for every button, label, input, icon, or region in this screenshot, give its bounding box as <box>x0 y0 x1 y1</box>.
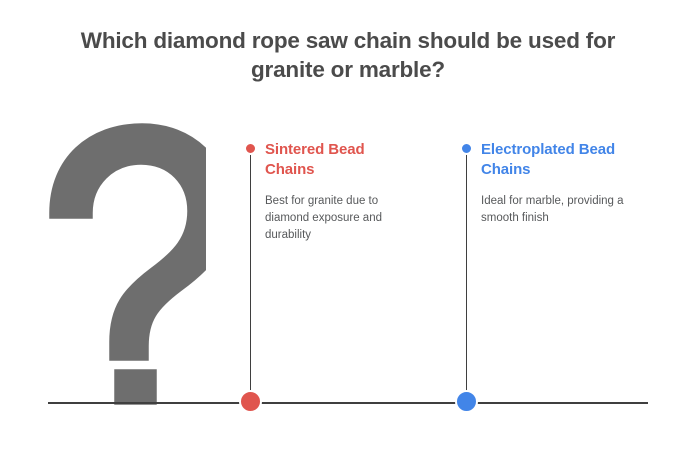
page-title: Which diamond rope saw chain should be u… <box>80 28 616 82</box>
connector-line <box>250 148 251 403</box>
circle-marker-red-large[interactable] <box>238 390 262 413</box>
circle-marker-blue-large[interactable] <box>454 390 478 413</box>
connector-line <box>466 148 467 403</box>
question-mark-dot <box>111 366 160 408</box>
marker-title: Sintered Bead Chains <box>265 141 365 178</box>
question-mark-graphic <box>36 110 206 410</box>
marker-description: Ideal for marble, providing a smooth fin… <box>481 195 624 224</box>
baseline-axis <box>48 402 648 404</box>
circle-marker-blue-small[interactable] <box>459 141 473 155</box>
marker-description: Best for granite due to diamond exposure… <box>265 195 382 241</box>
circle-marker-red-small[interactable] <box>243 141 257 155</box>
question-mark-icon <box>46 120 206 408</box>
marker-title: Electroplated Bead Chains <box>481 141 616 178</box>
marker-label-block: Electroplated Bead Chains Ideal for marb… <box>481 140 631 227</box>
marker-label-block: Sintered Bead Chains Best for granite du… <box>265 140 415 244</box>
